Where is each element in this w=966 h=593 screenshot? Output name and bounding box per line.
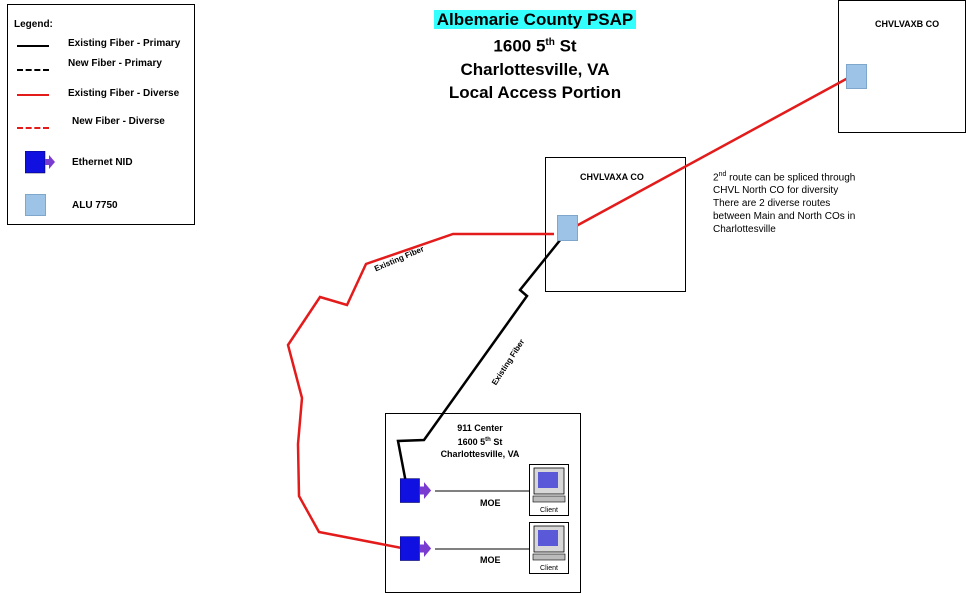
diagram-title: Albemarie County PSAP 1600 5th St Charlo…	[400, 8, 670, 104]
moe-label-2: MOE	[480, 555, 501, 565]
legend-line-icon	[17, 45, 49, 47]
ethernet-nid-icon	[400, 536, 432, 561]
legend-item-new-primary: New Fiber - Primary	[8, 58, 196, 78]
computer-icon	[529, 464, 569, 516]
ethernet-nid-icon	[25, 151, 55, 174]
legend-line-icon	[17, 69, 49, 71]
moe-label-1: MOE	[480, 498, 501, 508]
legend-item-new-diverse: New Fiber - Diverse	[8, 116, 196, 136]
title-line-4: Local Access Portion	[448, 82, 622, 102]
legend-line-icon	[17, 94, 49, 96]
alu-7750-icon	[25, 194, 46, 216]
legend-item-ethernet-nid: Ethernet NID	[8, 151, 196, 175]
diversity-note: 2nd route can be spliced through CHVL No…	[713, 171, 856, 236]
legend-item-existing-diverse: Existing Fiber - Diverse	[8, 88, 196, 108]
diverse-fiber-route	[566, 76, 849, 233]
legend-item-alu: ALU 7750	[8, 194, 196, 218]
client-label: Client	[540, 507, 558, 514]
title-line-1: Albemarie County PSAP	[433, 10, 637, 29]
legend-item-existing-primary: Existing Fiber - Primary	[8, 38, 196, 58]
computer-icon	[529, 522, 569, 574]
diverse-fiber-route-loop	[286, 232, 554, 551]
alu-7750-chvlvaxa	[557, 215, 578, 241]
co-label-chvlvaxb: CHVLVAXB CO	[875, 19, 940, 29]
client-label: Client	[540, 565, 558, 572]
ethernet-nid-icon	[400, 478, 432, 503]
legend-line-icon	[17, 127, 49, 129]
client-workstation-2: Client	[529, 522, 569, 574]
client-workstation-1: Client	[529, 464, 569, 516]
co-label-chvlvaxa: CHVLVAXA CO	[580, 172, 644, 182]
legend-title: Legend:	[14, 19, 53, 30]
title-line-3: Charlottesville, VA	[460, 59, 610, 79]
title-line-2: 1600 5th St	[493, 36, 577, 56]
alu-7750-chvlvaxb	[846, 64, 867, 89]
primary-fiber-route	[396, 233, 566, 484]
center-label: 911 Center 1600 5th St Charlottesville, …	[440, 423, 520, 459]
legend-box: Legend: Existing Fiber - Primary New Fib…	[7, 4, 195, 225]
